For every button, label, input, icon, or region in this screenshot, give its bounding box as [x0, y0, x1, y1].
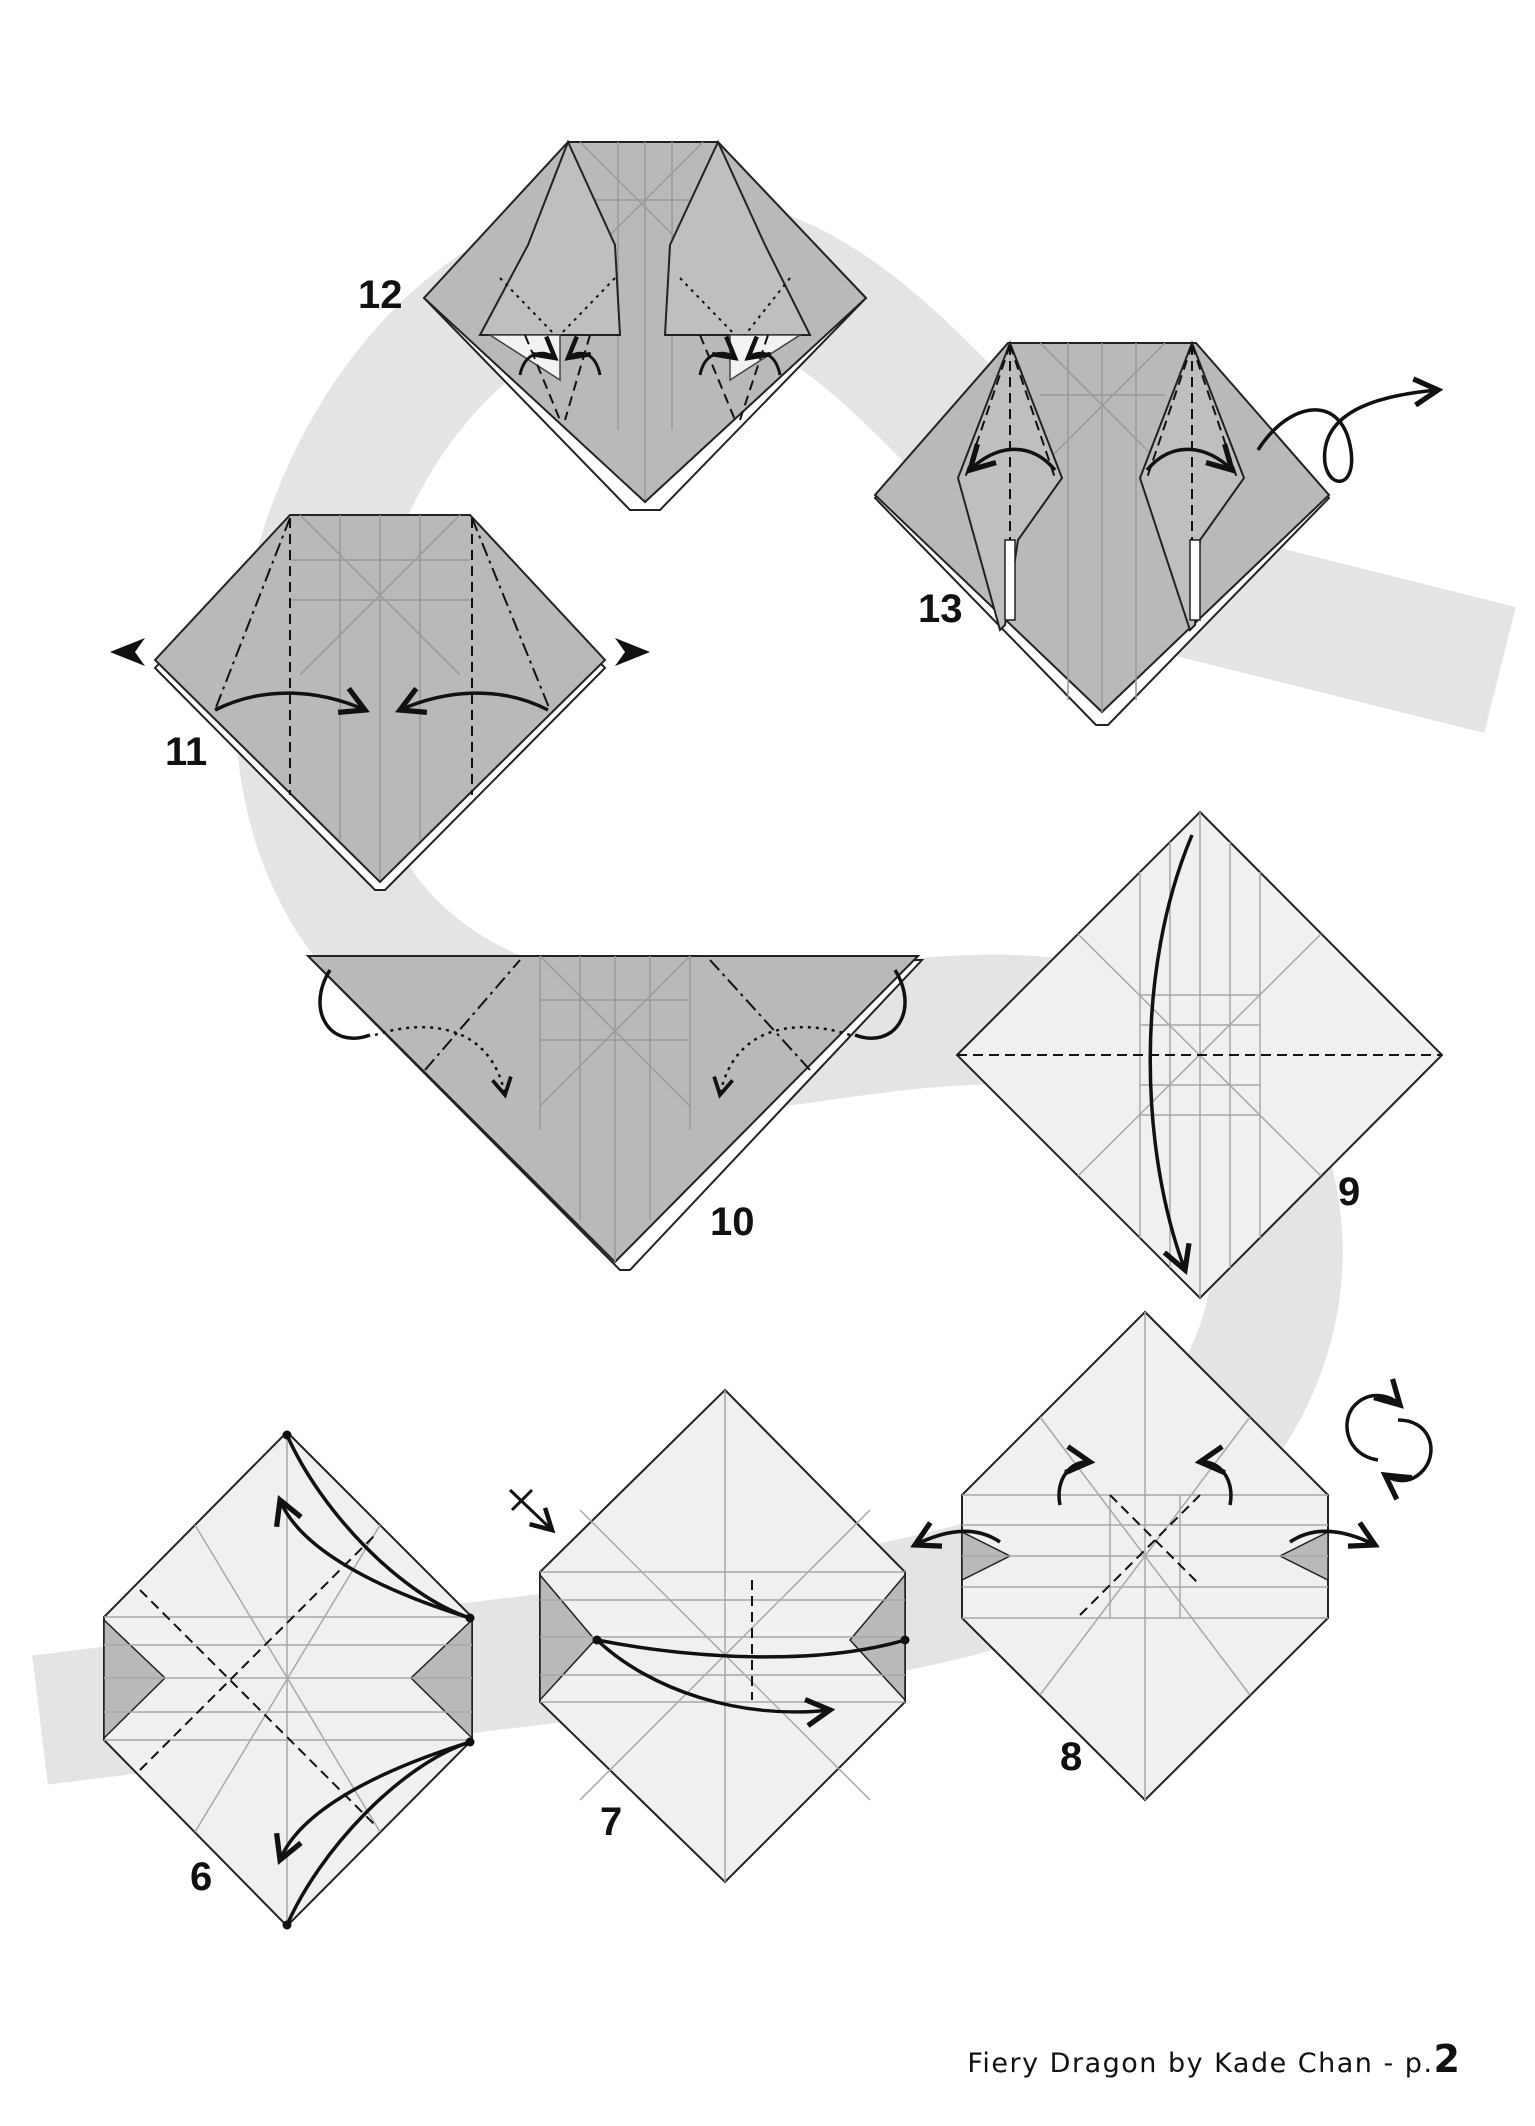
step-10-diagram: 10	[305, 955, 925, 1271]
valley-fold-arrow	[595, 1638, 906, 1712]
valley-fold-arrow	[915, 1462, 1375, 1545]
step-number: 11	[165, 730, 207, 774]
page-footer: Fiery Dragon by Kade Chan - p.2	[967, 2037, 1460, 2081]
step-number: 7	[600, 1800, 622, 1844]
step-number: 8	[1060, 1735, 1082, 1779]
step-number: 12	[358, 273, 403, 317]
step-number: 6	[190, 1855, 212, 1899]
step-number: 9	[1338, 1170, 1360, 1214]
step-9-diagram: 9	[955, 810, 1444, 1300]
step-number: 10	[710, 1200, 755, 1244]
valley-fold-arrow	[280, 1434, 471, 1926]
mountain-fold-arrow	[318, 969, 907, 1095]
push-arrow	[110, 638, 650, 666]
footer-credit: Fiery Dragon by Kade Chan - p.	[967, 2048, 1434, 2079]
step-number: 13	[918, 587, 963, 631]
step-6-diagram: 6	[103, 1430, 475, 1930]
step-12-diagram: 12	[358, 139, 868, 511]
rotate-icon	[1345, 1396, 1433, 1481]
step-8-diagram: 8	[915, 1310, 1433, 1802]
step-11-diagram: 11	[110, 514, 650, 891]
push-arrow	[508, 1488, 552, 1530]
valley-fold-arrow	[214, 693, 549, 710]
step-7-diagram: 7	[508, 1388, 910, 1884]
valley-fold-arrow	[1148, 834, 1194, 1270]
valley-fold-arrow	[970, 449, 1232, 470]
turn-over-icon	[1256, 390, 1438, 483]
page-number: 2	[1433, 2037, 1460, 2081]
step-13-diagram: 13	[873, 340, 1438, 726]
